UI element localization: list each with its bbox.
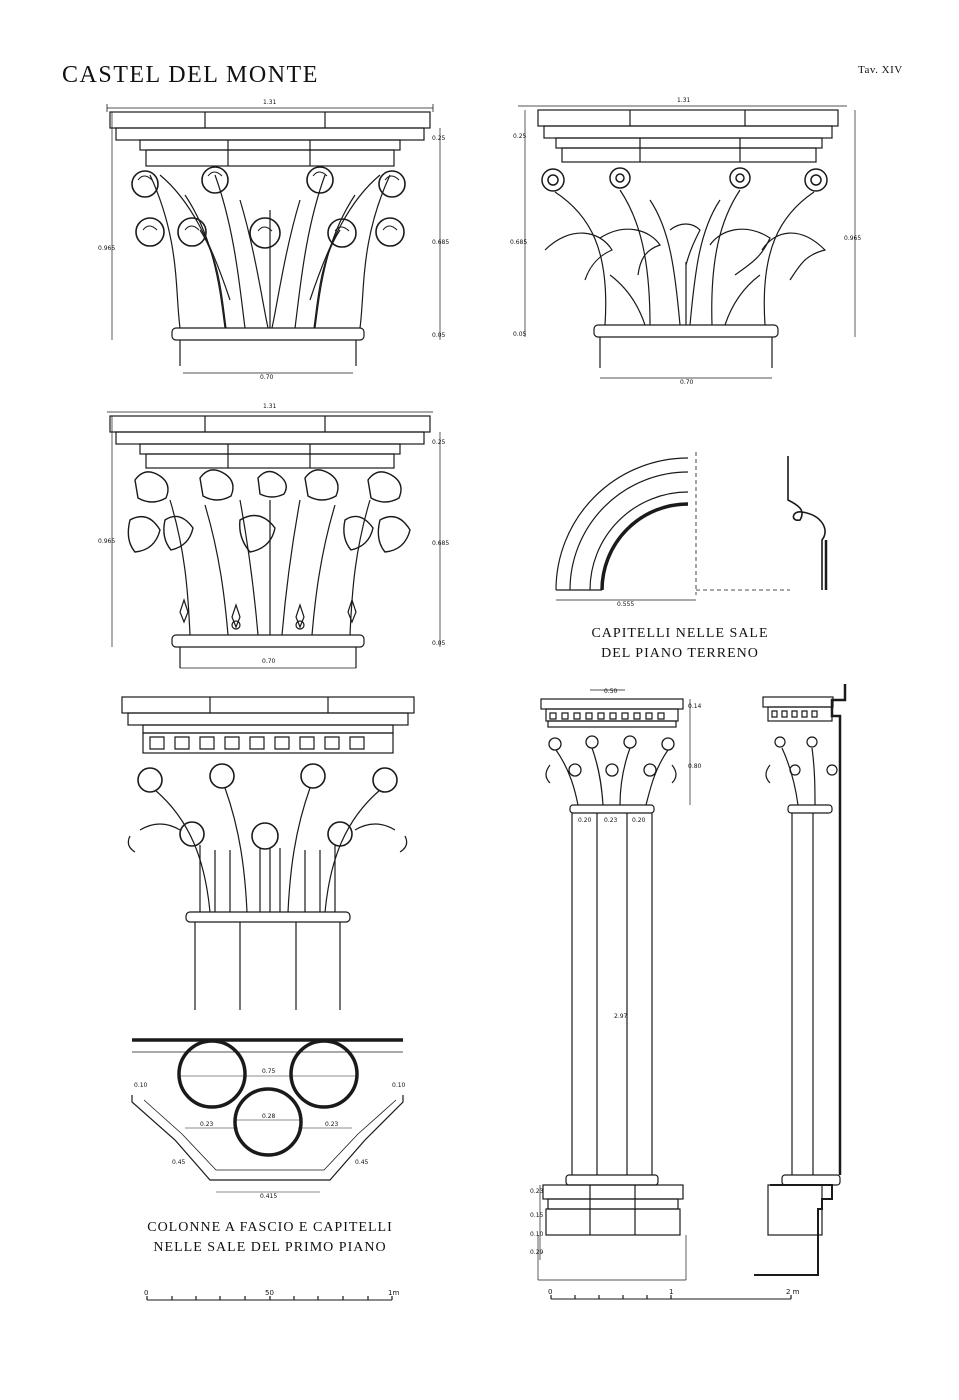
- cap1-bell-h: 0.685: [432, 239, 449, 246]
- caption-ground-line2: DEL PIANO TERRENO: [601, 646, 759, 661]
- plate-number: Tav. XIV: [858, 64, 903, 76]
- cap3-astragal-h: 0.05: [432, 640, 446, 647]
- cap3-height-total: 0.965: [98, 538, 115, 545]
- scale-bar-left: [146, 1296, 393, 1301]
- column-side-section: [754, 684, 847, 1276]
- capital-first-floor: [121, 696, 415, 1010]
- col-height: 2.97: [614, 1013, 628, 1020]
- caption-ground-line1: CAPITELLI NELLE SALE: [591, 626, 769, 641]
- cap3-width-top: 1.31: [263, 403, 277, 410]
- scale-left-end: 1m: [388, 1289, 399, 1297]
- plan-left: 0.23: [200, 1121, 214, 1128]
- capital-acanthus-3: [107, 411, 441, 669]
- scale-right-end: 2 m: [786, 1288, 800, 1296]
- scale-left-mid: 50: [265, 1289, 274, 1297]
- plan-center: 0.28: [262, 1113, 276, 1120]
- col-base2: 0.15: [530, 1212, 544, 1219]
- plan-right: 0.23: [325, 1121, 339, 1128]
- col-abacus: 0.14: [688, 703, 702, 710]
- scale-right-start: 0: [548, 1288, 552, 1296]
- scale-bar-right: [550, 1295, 792, 1300]
- cap1-width-top: 1.31: [263, 99, 277, 106]
- scale-left-start: 0: [144, 1289, 148, 1297]
- cap2-abacus-h: 0.25: [513, 133, 527, 140]
- col-capital: 0.80: [688, 763, 702, 770]
- caption-first-floor: COLONNE A FASCIO E CAPITELLI NELLE SALE …: [120, 1218, 420, 1258]
- cap1-base-w: 0.70: [260, 374, 274, 381]
- plan-right-side: 0.10: [392, 1082, 406, 1089]
- col-shaft-a: 0.20: [578, 817, 592, 824]
- arch-profile: [555, 452, 828, 601]
- cap3-base-w: 0.70: [262, 658, 276, 665]
- capital-crocket-1: [106, 104, 441, 374]
- cap1-astragal-h: 0.05: [432, 332, 446, 339]
- plan-diag-left: 0.45: [172, 1159, 186, 1166]
- capital-volute-2: [518, 105, 856, 379]
- caption-ground-floor: CAPITELLI NELLE SALE DEL PIANO TERRENO: [560, 624, 800, 664]
- caption-first-line1: COLONNE A FASCIO E CAPITELLI: [147, 1220, 393, 1235]
- column-elevation: [537, 689, 691, 1281]
- arch-width: 0.555: [617, 601, 634, 608]
- cap2-base-w: 0.70: [680, 379, 694, 386]
- cap1-height-total: 0.965: [98, 245, 115, 252]
- cap3-abacus-h: 0.25: [432, 439, 446, 446]
- cap2-width-top: 1.31: [677, 97, 691, 104]
- col-base1: 0.23: [530, 1188, 544, 1195]
- plan-left-side: 0.10: [134, 1082, 148, 1089]
- cap3-bell-h: 0.685: [432, 540, 449, 547]
- scale-right-mid: 1: [669, 1288, 673, 1296]
- cap2-height-total: 0.965: [844, 235, 861, 242]
- column-plan: [131, 1038, 404, 1193]
- plan-total: 0.75: [262, 1068, 276, 1075]
- col-base4: 0.29: [530, 1249, 544, 1256]
- col-shaft-b: 0.23: [604, 817, 618, 824]
- cap1-abacus-h: 0.25: [432, 135, 446, 142]
- page-title: CASTEL DEL MONTE: [62, 62, 319, 88]
- col-base3: 0.10: [530, 1231, 544, 1238]
- cap2-astragal-h: 0.05: [513, 331, 527, 338]
- plan-bottom: 0.415: [260, 1193, 277, 1200]
- plan-diag-right: 0.45: [355, 1159, 369, 1166]
- col-top: 0.50: [604, 688, 618, 695]
- cap2-bell-h: 0.685: [510, 239, 527, 246]
- caption-first-line2: NELLE SALE DEL PRIMO PIANO: [153, 1240, 387, 1255]
- col-shaft-c: 0.20: [632, 817, 646, 824]
